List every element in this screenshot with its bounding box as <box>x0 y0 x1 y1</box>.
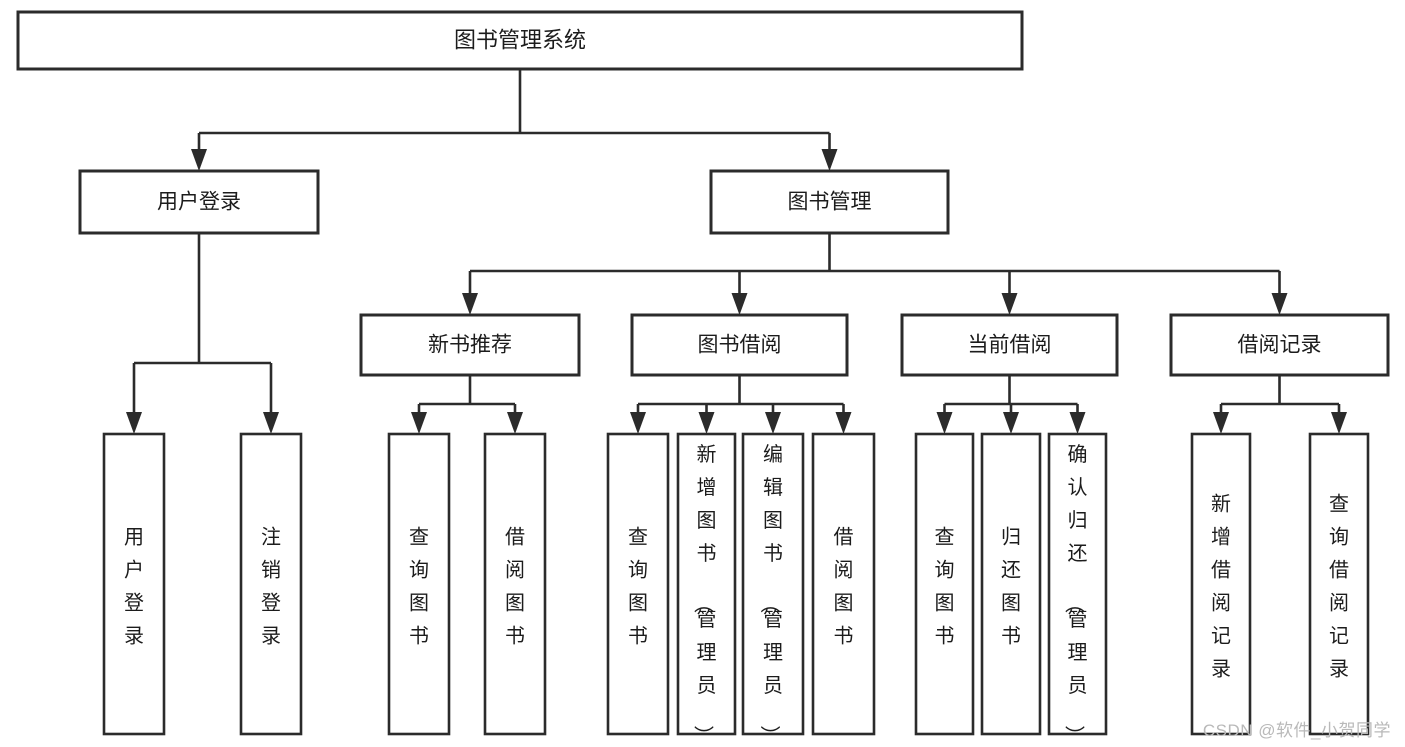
arrow-head-icon <box>1003 412 1019 434</box>
node-label-leaf-query-book-1: 查询图书 <box>409 526 429 648</box>
arrow-head-icon <box>507 412 523 434</box>
node-label-leaf-edit-book: 编辑图书（管理员） <box>758 443 783 745</box>
node-box-book-borrow[interactable] <box>630 313 849 377</box>
node-leaf-borrow-book-1[interactable]: 借阅图书 <box>483 432 547 736</box>
node-box-leaf-edit-book[interactable] <box>741 432 805 736</box>
node-leaf-borrow-book-2[interactable]: 借阅图书 <box>811 432 876 736</box>
node-root[interactable]: 图书管理系统 <box>16 10 1024 71</box>
node-label-new-book-recommend: 新书推荐 <box>428 334 512 357</box>
node-box-leaf-query-book-1[interactable] <box>387 432 451 736</box>
node-leaf-add-record[interactable]: 新增借阅记录 <box>1190 432 1252 736</box>
node-box-borrow-records[interactable] <box>1169 313 1390 377</box>
node-borrow-records[interactable]: 借阅记录 <box>1169 313 1390 377</box>
node-new-book-recommend[interactable]: 新书推荐 <box>359 313 581 377</box>
node-label-leaf-add-record: 新增借阅记录 <box>1211 493 1231 681</box>
node-label-leaf-confirm-return: 确认归还（管理员） <box>1063 443 1088 745</box>
node-leaf-confirm-return[interactable]: 确认归还（管理员） <box>1047 432 1108 745</box>
node-label-current-borrow: 当前借阅 <box>968 334 1052 357</box>
arrow-head-icon <box>821 149 838 171</box>
arrow-head-icon <box>1271 293 1288 315</box>
node-label-leaf-query-record: 查询借阅记录 <box>1329 493 1349 681</box>
node-book-management[interactable]: 图书管理 <box>709 169 950 235</box>
node-box-leaf-user-login[interactable] <box>102 432 166 736</box>
arrow-head-icon <box>936 412 953 434</box>
node-box-leaf-add-record[interactable] <box>1190 432 1252 736</box>
node-box-current-borrow[interactable] <box>900 313 1119 377</box>
node-box-leaf-query-book-3[interactable] <box>914 432 975 736</box>
node-box-root[interactable] <box>16 10 1024 71</box>
node-leaf-query-book-3[interactable]: 查询图书 <box>914 432 975 736</box>
arrow-head-icon <box>630 412 646 434</box>
node-box-leaf-return-book[interactable] <box>980 432 1042 736</box>
node-label-leaf-borrow-book-2: 借阅图书 <box>834 526 854 648</box>
node-box-leaf-query-book-2[interactable] <box>606 432 670 736</box>
node-leaf-query-book-2[interactable]: 查询图书 <box>606 432 670 736</box>
watermark-text: CSDN @软件_小贺同学 <box>1202 721 1391 740</box>
arrow-head-icon <box>191 149 207 171</box>
node-book-borrow[interactable]: 图书借阅 <box>630 313 849 377</box>
node-box-book-management[interactable] <box>709 169 950 235</box>
node-box-leaf-query-record[interactable] <box>1308 432 1370 736</box>
arrow-head-icon <box>1213 412 1229 434</box>
arrow-head-icon <box>1331 412 1347 434</box>
connector-lines <box>126 69 1347 434</box>
node-label-leaf-query-book-3: 查询图书 <box>935 526 955 648</box>
node-label-leaf-user-logout: 注销登录 <box>261 526 281 648</box>
node-label-leaf-query-book-2: 查询图书 <box>628 526 648 648</box>
arrow-head-icon <box>765 412 781 434</box>
node-box-leaf-user-logout[interactable] <box>239 432 303 736</box>
node-box-leaf-borrow-book-2[interactable] <box>811 432 876 736</box>
node-label-leaf-return-book: 归还图书 <box>1001 526 1021 648</box>
node-leaf-edit-book[interactable]: 编辑图书（管理员） <box>741 432 805 745</box>
node-leaf-query-record[interactable]: 查询借阅记录 <box>1308 432 1370 736</box>
node-leaf-query-book-1[interactable]: 查询图书 <box>387 432 451 736</box>
node-current-borrow[interactable]: 当前借阅 <box>900 313 1119 377</box>
node-leaf-return-book[interactable]: 归还图书 <box>980 432 1042 736</box>
node-label-leaf-borrow-book-1: 借阅图书 <box>505 526 525 648</box>
arrow-head-icon <box>835 412 852 434</box>
node-user-login[interactable]: 用户登录 <box>78 169 320 235</box>
node-box-user-login[interactable] <box>78 169 320 235</box>
arrow-head-icon <box>263 412 279 434</box>
node-leaf-add-book[interactable]: 新增图书（管理员） <box>676 432 737 745</box>
node-label-leaf-add-book: 新增图书（管理员） <box>692 443 717 745</box>
arrow-head-icon <box>1001 293 1018 315</box>
arrow-head-icon <box>731 293 748 315</box>
node-label-book-borrow: 图书借阅 <box>698 334 782 357</box>
arrow-head-icon <box>126 412 142 434</box>
node-leaf-user-login[interactable]: 用户登录 <box>102 432 166 736</box>
node-leaf-user-logout[interactable]: 注销登录 <box>239 432 303 736</box>
node-label-user-login: 用户登录 <box>157 191 241 214</box>
arrow-head-icon <box>1069 412 1086 434</box>
arrow-head-icon <box>698 412 715 434</box>
node-label-root: 图书管理系统 <box>454 27 586 52</box>
arrow-head-icon <box>462 293 478 315</box>
node-box-leaf-borrow-book-1[interactable] <box>483 432 547 736</box>
node-box-leaf-add-book[interactable] <box>676 432 737 736</box>
node-box-new-book-recommend[interactable] <box>359 313 581 377</box>
node-label-book-management: 图书管理 <box>788 191 872 214</box>
arrow-head-icon <box>411 412 427 434</box>
node-boxes: 图书管理系统用户登录图书管理用户登录注销登录新书推荐查询图书借阅图书图书借阅查询… <box>16 10 1390 745</box>
node-label-leaf-user-login: 用户登录 <box>124 527 144 648</box>
node-box-leaf-confirm-return[interactable] <box>1047 432 1108 736</box>
node-label-borrow-records: 借阅记录 <box>1238 334 1322 357</box>
